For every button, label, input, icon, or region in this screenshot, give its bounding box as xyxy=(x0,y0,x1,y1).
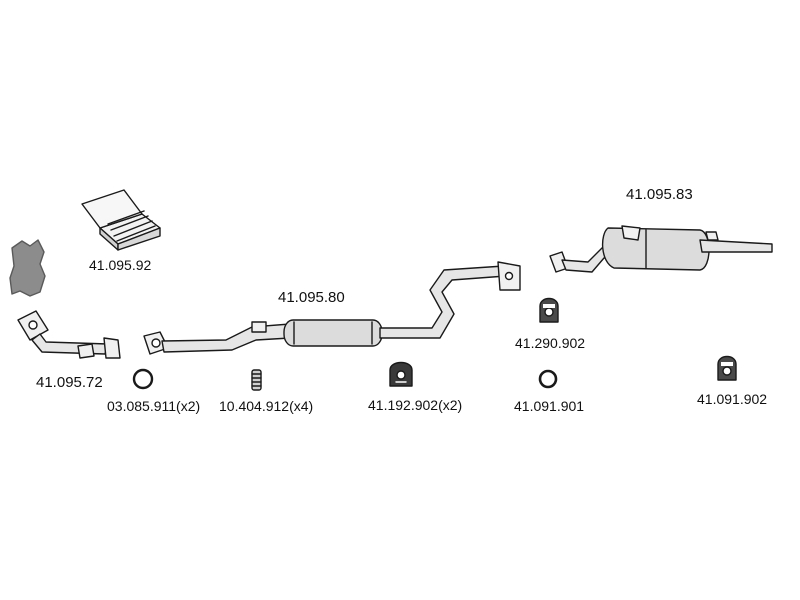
part-number-hanger-rear: 41.091.902 xyxy=(697,391,768,407)
middle-silencer-icon xyxy=(143,261,521,355)
part-number-gasket-set: 41.095.92 xyxy=(89,257,152,273)
part-number-rubber-mount: 41.192.902(x2) xyxy=(368,397,463,413)
part-number-seal-ring: 03.085.911(x2) xyxy=(107,398,201,414)
hanger-icon xyxy=(717,355,737,381)
gasket-icon xyxy=(9,239,46,297)
seal-ring-icon xyxy=(132,368,154,390)
part-number-front-pipe: 41.095.72 xyxy=(36,374,103,391)
hanger-icon xyxy=(539,297,559,323)
rear-silencer-icon xyxy=(549,225,773,273)
part-number-spring: 10.404.912(x4) xyxy=(219,398,314,414)
rubber-mount-icon xyxy=(389,361,413,387)
front-exhaust-pipe-icon xyxy=(17,310,121,359)
gasket-kit-box-icon xyxy=(81,189,161,251)
part-number-hanger-upper: 41.290.902 xyxy=(515,335,586,351)
part-number-middle-silencer: 41.095.80 xyxy=(278,289,345,306)
spring-icon xyxy=(251,369,262,391)
part-number-rear-silencer: 41.095.83 xyxy=(626,186,693,203)
part-number-ring-mount: 41.091.901 xyxy=(514,398,585,414)
ring-mount-icon xyxy=(538,369,558,389)
